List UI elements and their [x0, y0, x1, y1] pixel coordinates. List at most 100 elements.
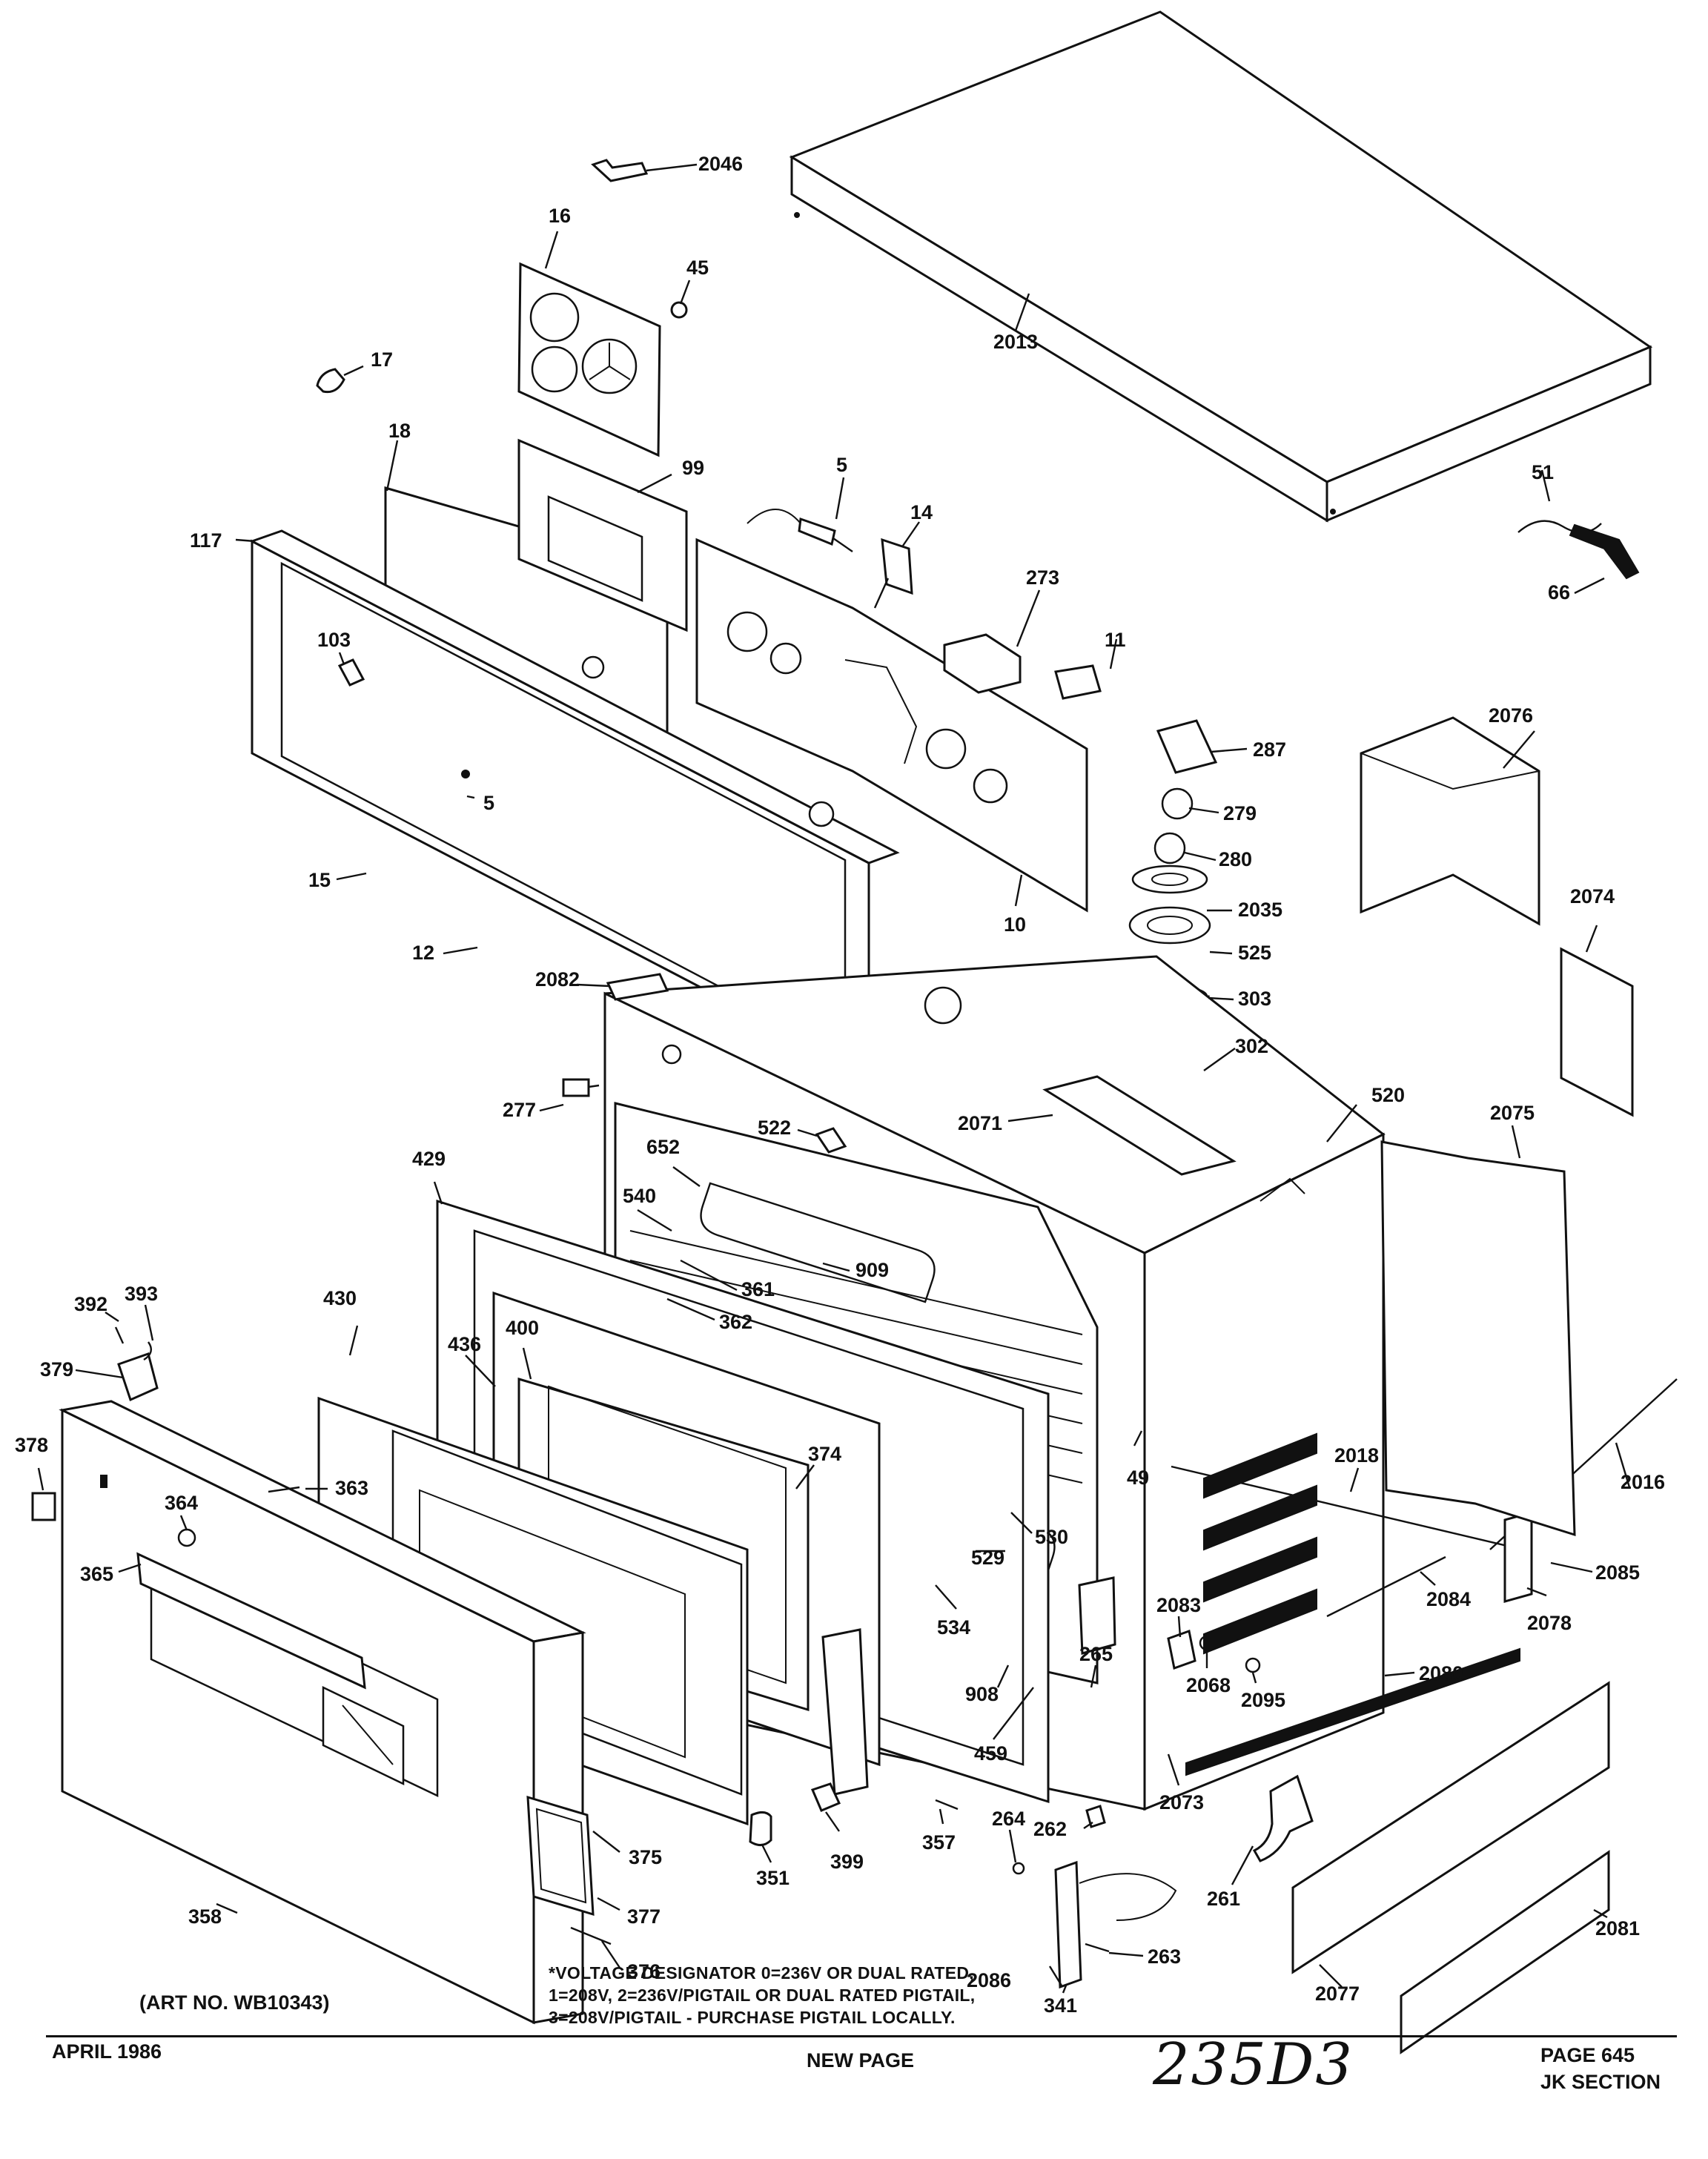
window-hinge-part [570, 1926, 612, 1945]
vent-slots-part [1203, 1432, 1317, 1655]
label-379: 379 [40, 1358, 73, 1381]
label-17: 17 [371, 348, 393, 371]
label-2075: 2075 [1490, 1102, 1535, 1124]
terminal-clip-part [1054, 664, 1102, 700]
label-364: 364 [165, 1492, 198, 1514]
section-name: JK SECTION [1540, 2071, 1661, 2093]
label-117: 117 [190, 529, 222, 552]
label-2095: 2095 [1241, 1689, 1285, 1711]
terminal-block-part [943, 633, 1022, 694]
label-2035: 2035 [1238, 899, 1282, 921]
leveling-bracket-part [1252, 1774, 1314, 1862]
label-2068: 2068 [1186, 1674, 1231, 1696]
label-14: 14 [910, 501, 933, 523]
label-2076: 2076 [1489, 704, 1533, 727]
screw-part [268, 1486, 300, 1493]
bulb-part [316, 368, 345, 394]
voltage-note: *VOLTAGE DESIGNATOR 0=236V OR DUAL RATED… [549, 1963, 976, 2027]
label-341: 341 [1044, 1994, 1077, 2017]
label-374: 374 [808, 1443, 841, 1465]
label-66: 66 [1548, 581, 1570, 604]
label-377: 377 [627, 1905, 661, 1928]
bumper-part [815, 1127, 847, 1154]
page-reference: PAGE 645 JK SECTION [1540, 2042, 1661, 2095]
door-latch-part [114, 1326, 159, 1402]
label-430: 430 [323, 1287, 357, 1309]
label-525: 525 [1238, 942, 1271, 964]
label-5-probe: 5 [836, 454, 847, 476]
label-2071: 2071 [958, 1112, 1002, 1134]
label-264: 264 [992, 1808, 1025, 1830]
control-knob-plate-part [517, 262, 661, 457]
new-page-label: NEW PAGE [807, 2049, 915, 2072]
label-2080: 2080 [1419, 1662, 1463, 1684]
vent-duct-part [1042, 1075, 1237, 1176]
label-287: 287 [1253, 738, 1286, 761]
label-280: 280 [1219, 848, 1252, 870]
art-number: (ART NO. WB10343) [139, 1991, 330, 2014]
label-363: 363 [335, 1477, 368, 1499]
label-376: 376 [627, 1960, 661, 1983]
door-switch-part [562, 1078, 600, 1097]
label-279: 279 [1223, 802, 1257, 824]
label-436: 436 [448, 1333, 481, 1355]
label-2013: 2013 [993, 331, 1038, 353]
label-392: 392 [74, 1293, 107, 1315]
label-529: 529 [971, 1547, 1004, 1569]
bracket-part [591, 159, 649, 182]
window-frame-part [526, 1795, 595, 1917]
label-358: 358 [188, 1905, 222, 1928]
cube-bumper-part [810, 1782, 841, 1812]
label-12: 12 [412, 942, 434, 964]
door-hinge-part [821, 1628, 869, 1796]
label-400: 400 [506, 1317, 539, 1339]
label-262: 262 [1033, 1818, 1067, 1840]
label-15: 15 [308, 869, 331, 891]
side-panel-part [1560, 947, 1634, 1117]
label-302: 302 [1235, 1035, 1268, 1057]
label-459: 459 [974, 1742, 1007, 1765]
door-hinge-part [1078, 1576, 1116, 1655]
label-16: 16 [549, 205, 571, 227]
label-51: 51 [1532, 461, 1554, 483]
label-351: 351 [756, 1867, 790, 1889]
thermostat-probe-part [747, 509, 853, 552]
label-908: 908 [965, 1683, 999, 1705]
label-2082: 2082 [535, 968, 580, 991]
handwritten-code: 235D3 [1153, 2031, 1354, 2098]
label-49: 49 [1127, 1467, 1149, 1489]
label-273: 273 [1026, 566, 1059, 589]
broil-element-part [700, 1182, 936, 1303]
label-522: 522 [758, 1117, 791, 1139]
label-303: 303 [1238, 988, 1271, 1010]
lower-panel-part [1291, 1681, 1610, 1974]
footer-divider [46, 2035, 1677, 2037]
page-number: PAGE 645 [1540, 2044, 1635, 2066]
label-45: 45 [686, 257, 709, 279]
label-2085: 2085 [1595, 1561, 1640, 1584]
washer-part [1012, 1862, 1025, 1875]
top-cover-part [789, 10, 1653, 523]
label-5-screw: 5 [483, 792, 494, 814]
label-2078: 2078 [1527, 1612, 1572, 1634]
label-99: 99 [682, 457, 704, 479]
label-265: 265 [1079, 1643, 1113, 1665]
badge-part [31, 1492, 56, 1521]
label-357: 357 [922, 1831, 956, 1854]
label-10: 10 [1004, 913, 1026, 936]
label-2016: 2016 [1621, 1471, 1665, 1493]
label-277: 277 [503, 1099, 536, 1121]
label-393: 393 [125, 1283, 158, 1305]
heat-shield-part [1360, 716, 1540, 926]
label-362: 362 [719, 1311, 752, 1333]
leader-lines [37, 163, 1631, 1994]
label-2084: 2084 [1426, 1588, 1471, 1610]
label-2081: 2081 [1595, 1917, 1640, 1940]
kick-panel-part [1400, 1850, 1610, 2054]
rear-side-panel-part [1380, 1140, 1576, 1537]
label-2083: 2083 [1156, 1594, 1201, 1616]
label-261: 261 [1207, 1888, 1240, 1910]
hinge-screw-part [935, 1799, 959, 1811]
label-652: 652 [646, 1136, 680, 1158]
